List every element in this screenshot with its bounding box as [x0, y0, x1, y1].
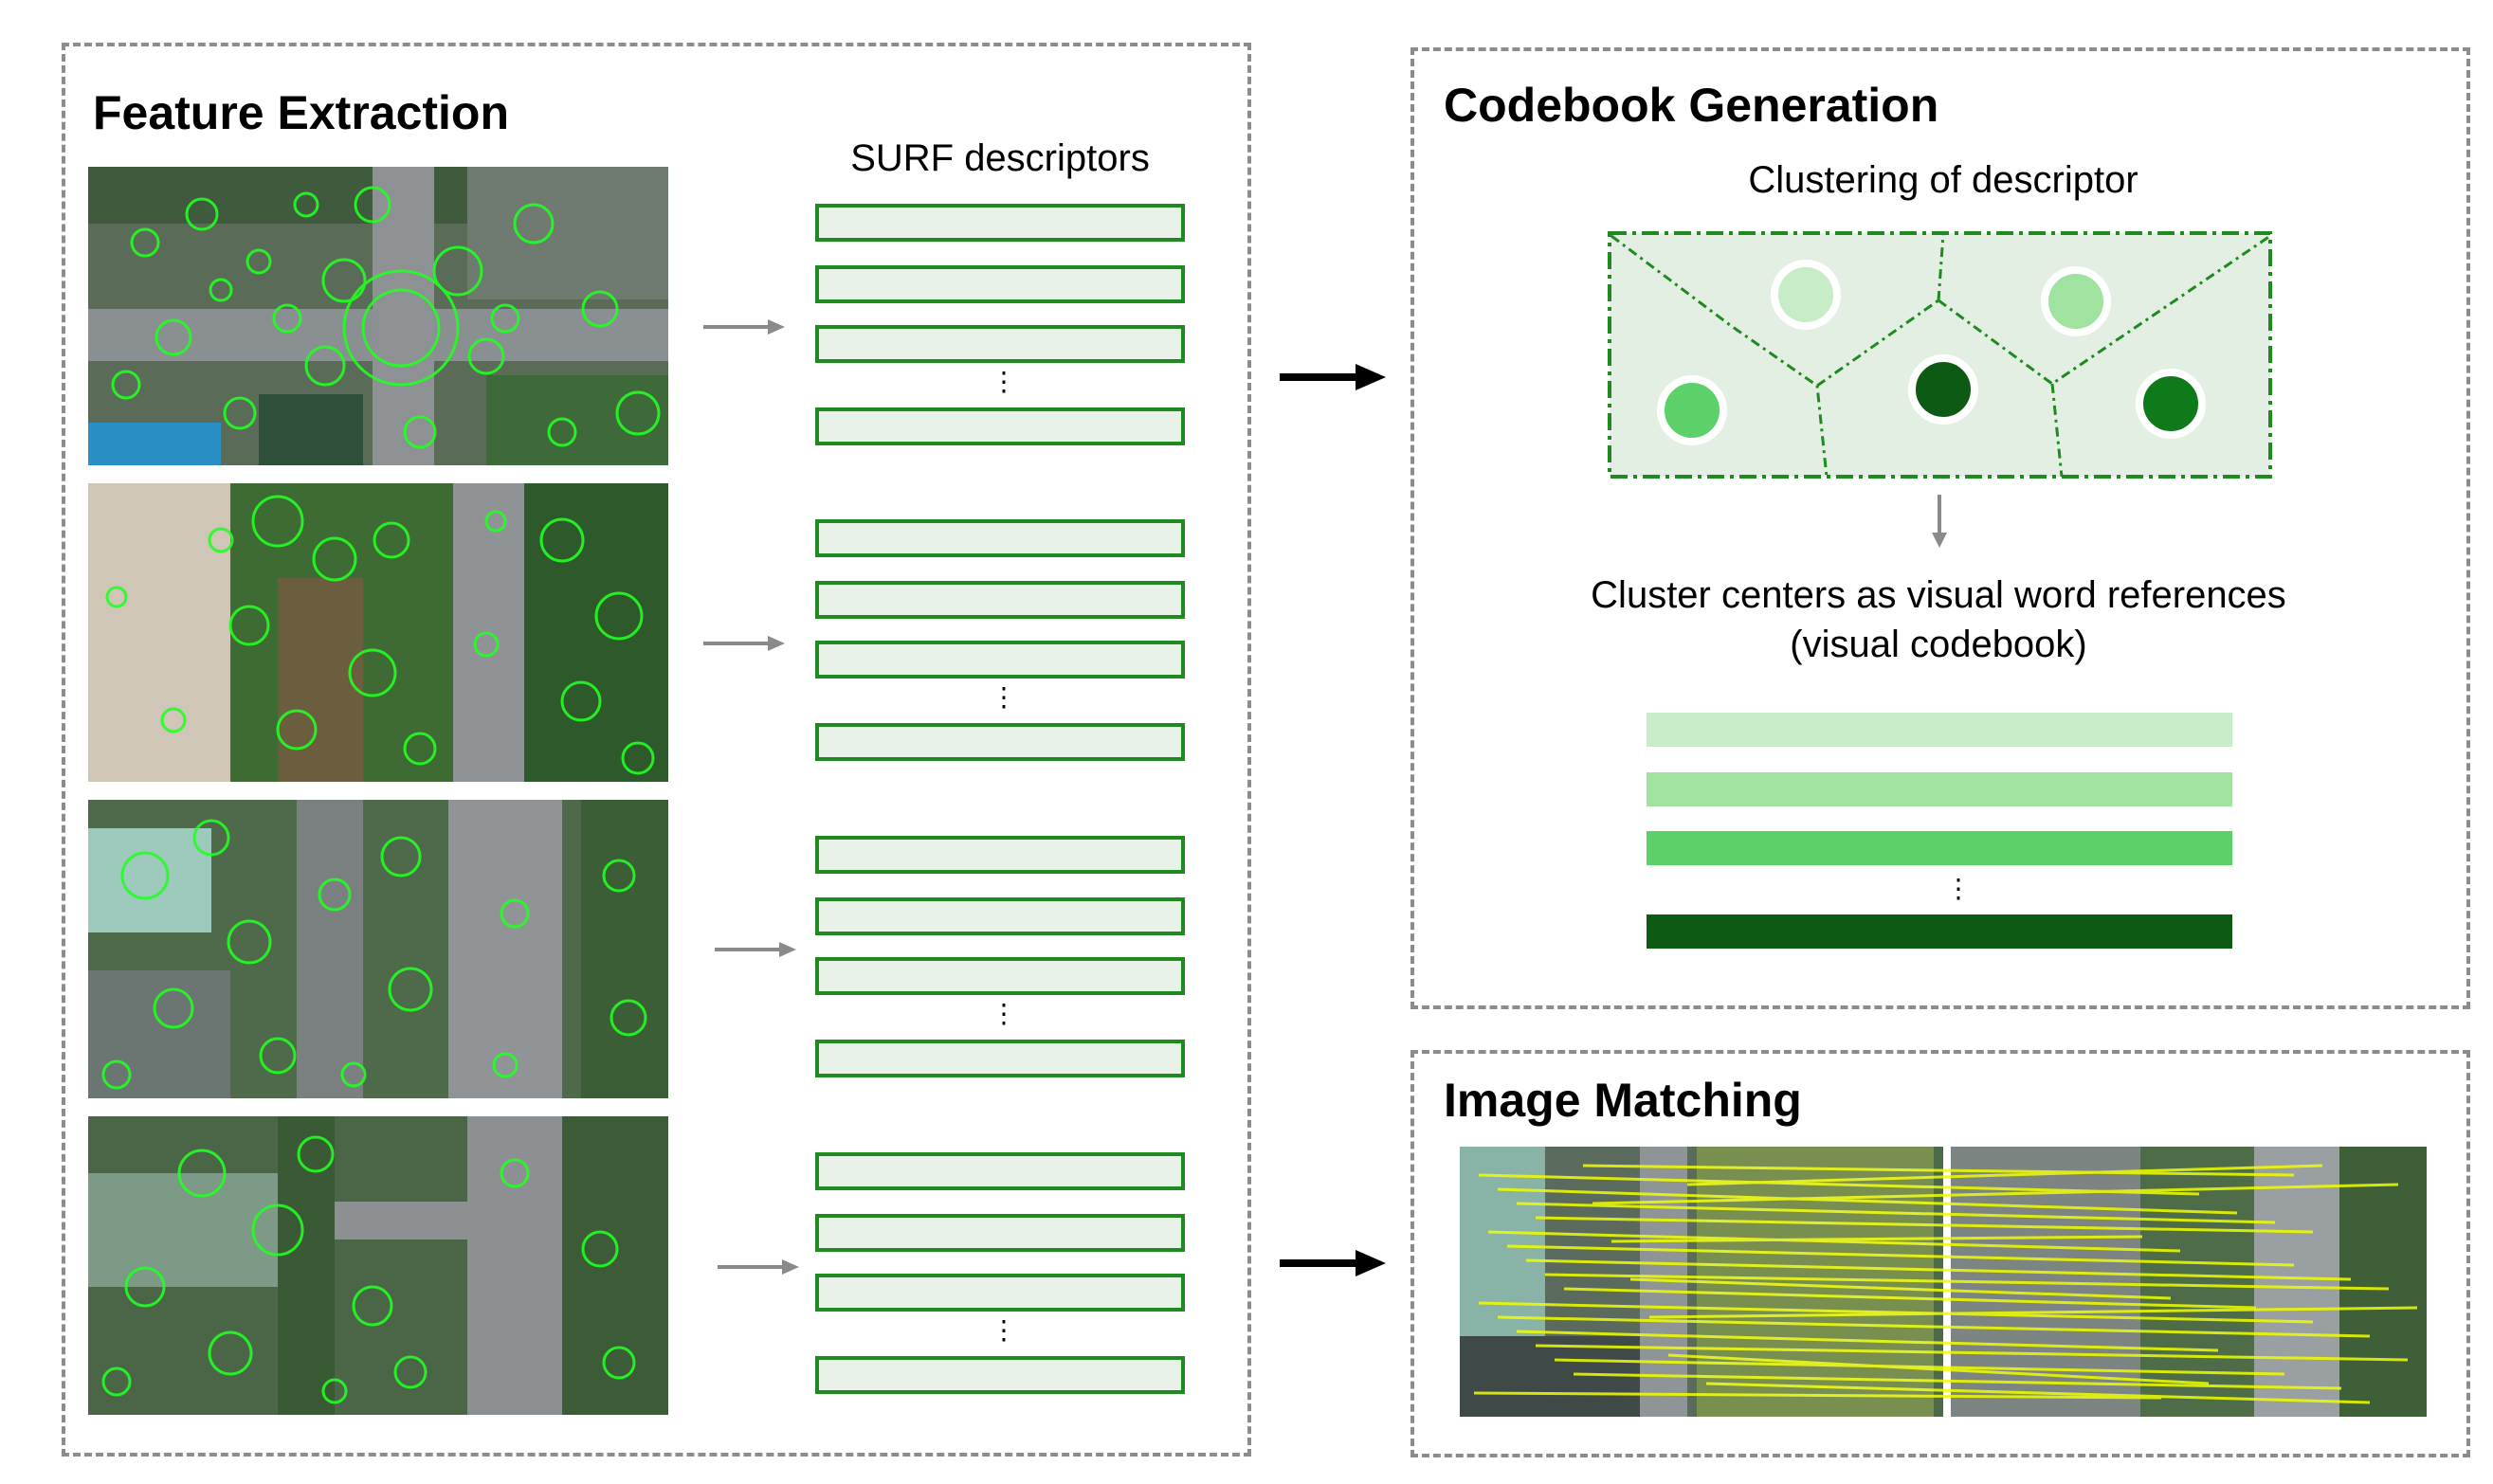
cluster-center — [2136, 369, 2206, 439]
arrow-right-icon — [1280, 1250, 1386, 1276]
descriptor-bar — [815, 407, 1185, 445]
cluster-center — [1771, 260, 1841, 330]
cluster-center — [1657, 375, 1727, 445]
codebook-word-bar — [1647, 713, 2232, 747]
ellipsis-icon: ⋮ — [991, 682, 1017, 712]
descriptor-bar — [815, 1040, 1185, 1077]
ellipsis-icon: ⋮ — [991, 367, 1017, 396]
ellipsis-icon: ⋮ — [991, 1315, 1017, 1345]
descriptor-bar — [815, 1214, 1185, 1252]
codebook-generation-panel — [1410, 47, 2470, 1009]
feature-extraction-title: Feature Extraction — [93, 86, 510, 139]
arrow-right-icon — [718, 1259, 799, 1275]
codebook-word-bar — [1647, 772, 2232, 806]
image-matching-panel — [1410, 1050, 2470, 1457]
arrow-right-icon — [1280, 364, 1386, 390]
cluster-center — [2041, 266, 2111, 336]
aerial-image-road — [88, 1116, 668, 1415]
descriptor-bar — [815, 957, 1185, 995]
descriptor-bar — [815, 897, 1185, 935]
surf-descriptors-label: SURF descriptors — [850, 137, 1150, 179]
descriptor-bar — [815, 1274, 1185, 1312]
descriptor-bar — [815, 836, 1185, 874]
voronoi-cluster-diagram — [1608, 231, 2272, 479]
codebook-generation-title: Codebook Generation — [1444, 79, 1939, 132]
descriptor-bar — [815, 265, 1185, 303]
descriptor-bar — [815, 325, 1185, 363]
descriptor-bar — [815, 519, 1185, 557]
image-matching-result — [1460, 1147, 2427, 1417]
arrow-right-icon — [703, 319, 785, 335]
descriptor-bar — [815, 1356, 1185, 1394]
feature-extraction-panel — [62, 43, 1251, 1457]
codebook-word-bar — [1647, 831, 2232, 865]
aerial-image-intersection — [88, 167, 668, 465]
descriptor-bar — [815, 641, 1185, 679]
descriptor-bar — [815, 1152, 1185, 1190]
aerial-image-buildings — [88, 800, 668, 1098]
ellipsis-icon: ⋮ — [991, 999, 1017, 1028]
descriptor-bar — [815, 204, 1185, 242]
descriptor-bar — [815, 723, 1185, 761]
aerial-image-park — [88, 483, 668, 782]
cluster-center — [1908, 354, 1978, 425]
cluster-centers-label: Cluster centers as visual word reference… — [1591, 574, 2286, 665]
ellipsis-icon: ⋮ — [1945, 874, 1972, 903]
clustering-label: Clustering of descriptor — [1748, 159, 2138, 201]
codebook-word-bar — [1647, 914, 2232, 949]
arrow-right-icon — [703, 636, 785, 651]
descriptor-bar — [815, 581, 1185, 619]
image-matching-title: Image Matching — [1444, 1074, 1802, 1127]
arrow-down-icon — [1932, 495, 1947, 548]
arrow-right-icon — [715, 942, 796, 957]
